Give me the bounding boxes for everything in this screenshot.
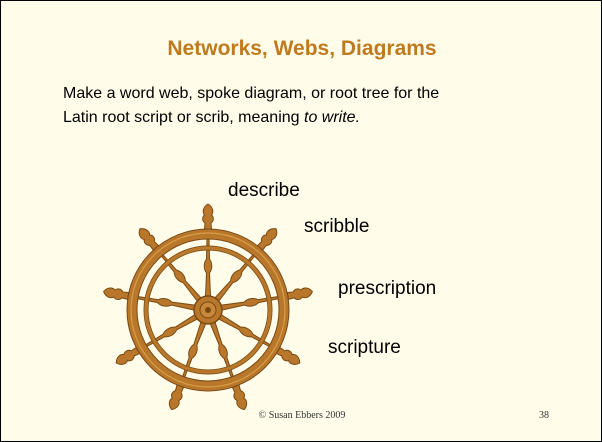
body-line-2-text: Latin root script or scrib, meaning (63, 109, 304, 126)
word-prescription: prescription (338, 278, 437, 299)
slide-footer: © Susan Ebbers 2009 (258, 410, 346, 421)
body-line-2-italic: to write. (304, 109, 361, 126)
word-describe: describe (228, 180, 300, 201)
page-number: 38 (539, 410, 549, 421)
word-scribble: scribble (304, 216, 370, 237)
ship-wheel-icon (102, 203, 314, 412)
slide-body-text: Make a word web, spoke diagram, or root … (63, 82, 543, 130)
body-line-1: Make a word web, spoke diagram, or root … (63, 85, 440, 102)
word-scripture: scripture (328, 337, 401, 358)
slide-title: Networks, Webs, Diagrams (167, 37, 437, 60)
body-line-2: Latin root script or scrib, meaning to w… (63, 106, 543, 130)
